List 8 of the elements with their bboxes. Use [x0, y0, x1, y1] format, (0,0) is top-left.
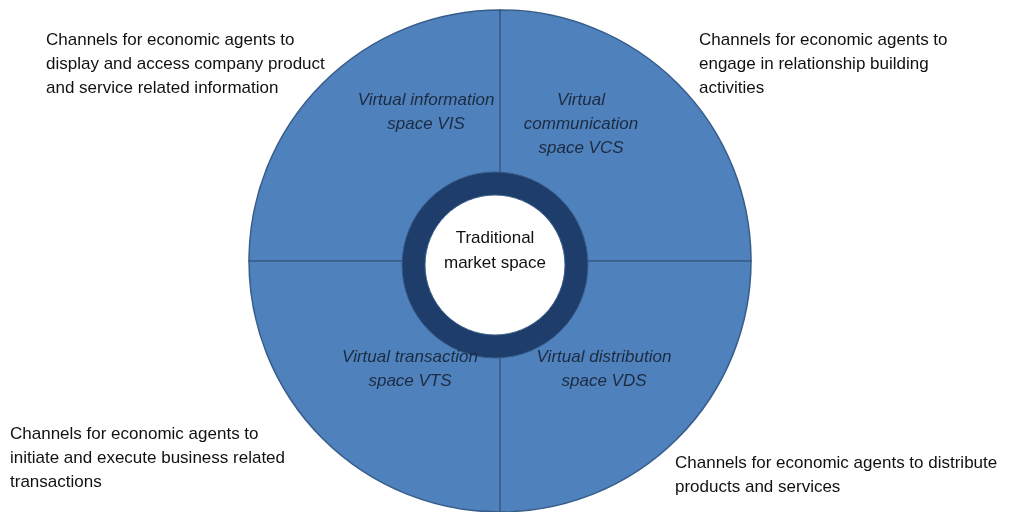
sector-label: Virtual information space VIS	[356, 89, 496, 135]
annotation-text: Channels for economic agents to distribute products and services	[675, 452, 999, 498]
sector-label: Virtual distribution space VDS	[535, 346, 673, 392]
annotation-text: Channels for economic agents to engage in relationship building activities	[699, 29, 949, 99]
annotation-text: Channels for economic agents to display and access company product and service related information	[46, 29, 326, 99]
center-label: Traditional market space	[442, 227, 547, 274]
annotation-text: Channels for economic agents to initiate and execute business related transactions	[10, 423, 286, 493]
sector-label: Virtual communication space VCS	[522, 89, 640, 159]
